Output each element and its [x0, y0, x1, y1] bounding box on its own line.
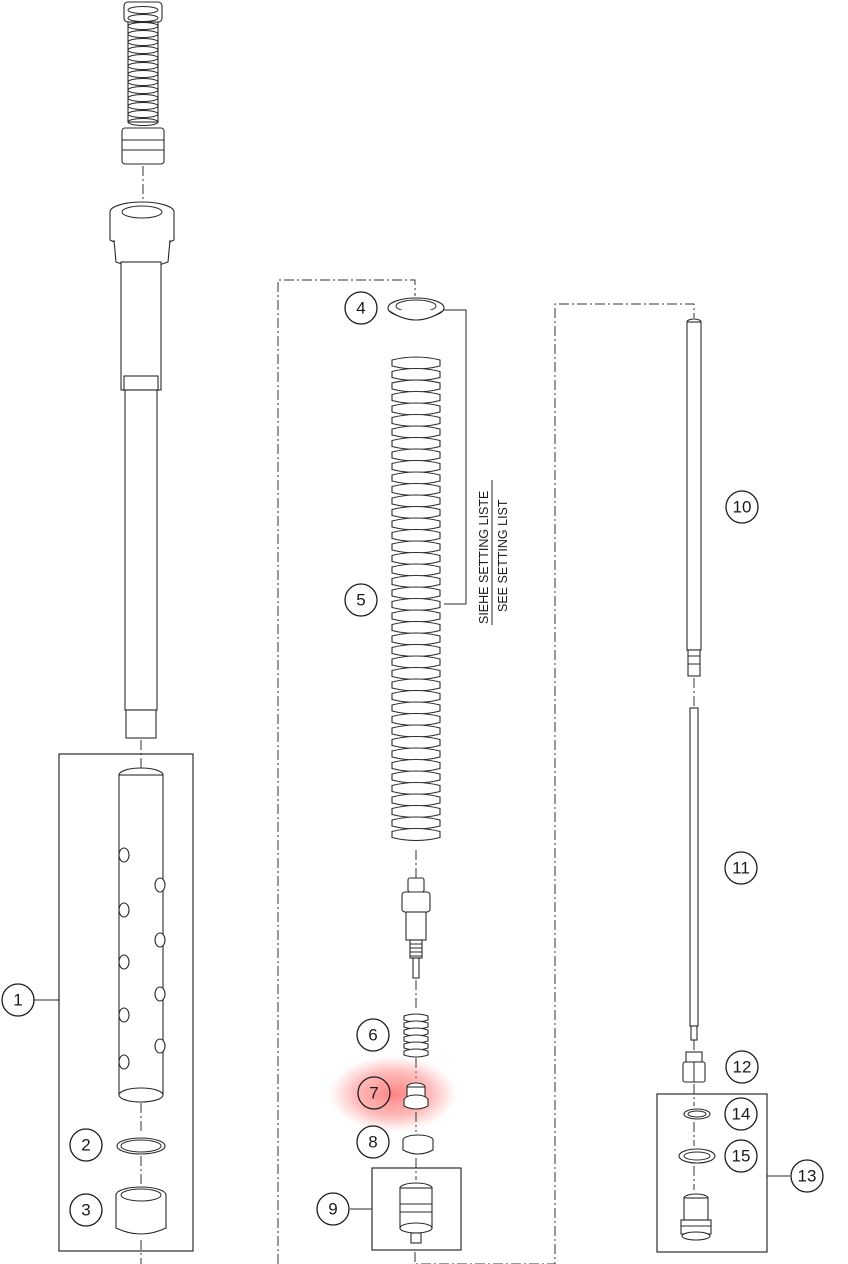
part-7: [403, 1082, 429, 1110]
callout-6: 6: [356, 1018, 390, 1052]
part-9: [399, 1182, 433, 1244]
damper-tube: [120, 261, 162, 739]
callout-9: 9: [316, 1192, 350, 1226]
callout-label-3: 3: [81, 1201, 90, 1220]
callout-label-14: 14: [732, 1105, 751, 1124]
callout-label-6: 6: [368, 1026, 377, 1045]
group-frame-1: [58, 753, 194, 1252]
callout-10: 10: [725, 490, 759, 524]
callout-label-12: 12: [733, 1058, 752, 1077]
callout-label-11: 11: [732, 859, 750, 878]
oring-14: [683, 1108, 711, 1120]
callout-4: 4: [344, 291, 378, 325]
callout-11: 11: [724, 851, 758, 885]
left-assembly: [34, 1, 194, 1264]
callout-label-1: 1: [13, 991, 22, 1010]
fork-head: [109, 201, 175, 268]
group-frame-13: [656, 1093, 768, 1253]
callout-8: 8: [356, 1125, 390, 1159]
callout-5: 5: [344, 583, 378, 617]
rod-11: [689, 707, 699, 1041]
right-assembly: [656, 318, 790, 1253]
valve-needle: [401, 877, 431, 979]
setting-note-de: SIEHE SETTING LISTE: [477, 491, 491, 624]
callout-label-2: 2: [81, 1136, 90, 1155]
middle-assembly: SIEHE SETTING LISTE SEE SETTING LIST: [277, 279, 695, 1264]
callout-label-5: 5: [356, 591, 365, 610]
callout-label-7: 7: [369, 1084, 378, 1103]
small-spring-6: [403, 1013, 429, 1058]
callout-label-9: 9: [328, 1200, 337, 1219]
main-spring-5: [391, 356, 441, 842]
callout-3: 3: [69, 1193, 103, 1227]
rod-10: [686, 318, 702, 677]
callout-13: 13: [790, 1159, 824, 1193]
oring-15: [678, 1148, 716, 1164]
spring-seat-4: [387, 297, 445, 321]
callout-label-13: 13: [798, 1167, 817, 1186]
callout-15: 15: [724, 1139, 758, 1173]
setting-note-en: SEE SETTING LIST: [496, 499, 510, 612]
callout-label-8: 8: [368, 1133, 377, 1152]
callout-7: 7: [357, 1076, 391, 1110]
callout-label-15: 15: [732, 1147, 751, 1166]
callout-12: 12: [725, 1050, 759, 1084]
highlight-glow: [329, 1056, 457, 1132]
top-spring: [121, 1, 165, 165]
callout-label-10: 10: [733, 498, 752, 517]
nut-12: [682, 1051, 706, 1083]
ring-2: [116, 1137, 166, 1155]
perforated-sleeve: [118, 767, 166, 1103]
callout-1: 1: [1, 983, 35, 1017]
bushing-3: [115, 1186, 167, 1235]
callout-14: 14: [724, 1097, 758, 1131]
callout-2: 2: [69, 1128, 103, 1162]
part-8: [402, 1134, 434, 1155]
callout-label-4: 4: [356, 299, 365, 318]
part-13-body: [680, 1193, 712, 1241]
